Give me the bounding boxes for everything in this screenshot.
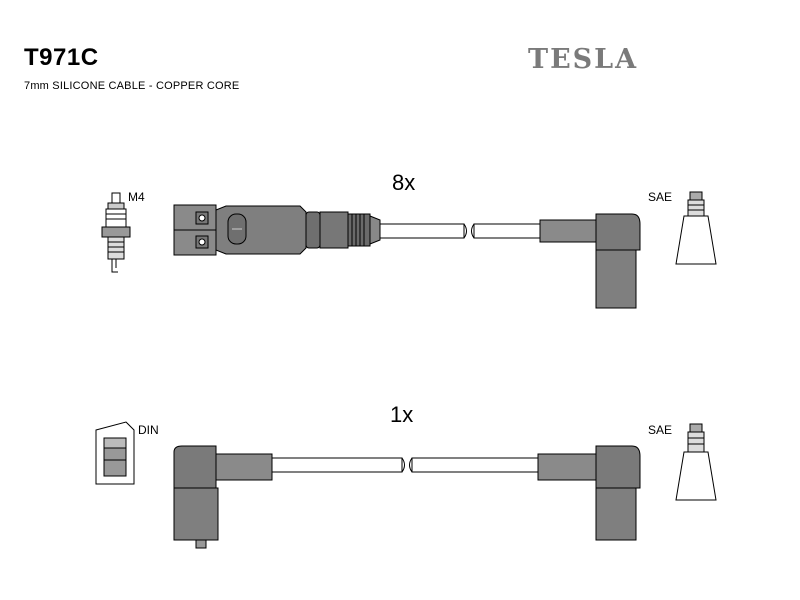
top-left-boot: [173, 204, 381, 256]
brand-logo: TESLA: [528, 44, 639, 75]
bottom-right-terminal-label: SAE: [648, 423, 672, 437]
bottom-cable-quantity: 1x: [390, 402, 413, 427]
top-cable-wire: [379, 223, 541, 239]
top-left-terminal-label: M4: [128, 190, 145, 204]
sae-terminal-icon: [675, 191, 717, 265]
spark-plug-icon: [101, 192, 131, 273]
top-right-terminal-label: SAE: [648, 190, 672, 204]
part-number: T971C: [24, 44, 99, 71]
bottom-right-boot: [537, 445, 641, 541]
top-cable-quantity: 8x: [392, 170, 415, 195]
din-terminal-icon: [95, 421, 135, 485]
cable-description: 7mm SILICONE CABLE - COPPER CORE: [24, 80, 240, 92]
bottom-left-boot: [173, 445, 273, 549]
bottom-cable-wire: [271, 457, 539, 473]
sae-terminal-icon: [675, 423, 717, 501]
bottom-left-terminal-label: DIN: [138, 423, 159, 437]
top-right-boot: [539, 213, 641, 309]
